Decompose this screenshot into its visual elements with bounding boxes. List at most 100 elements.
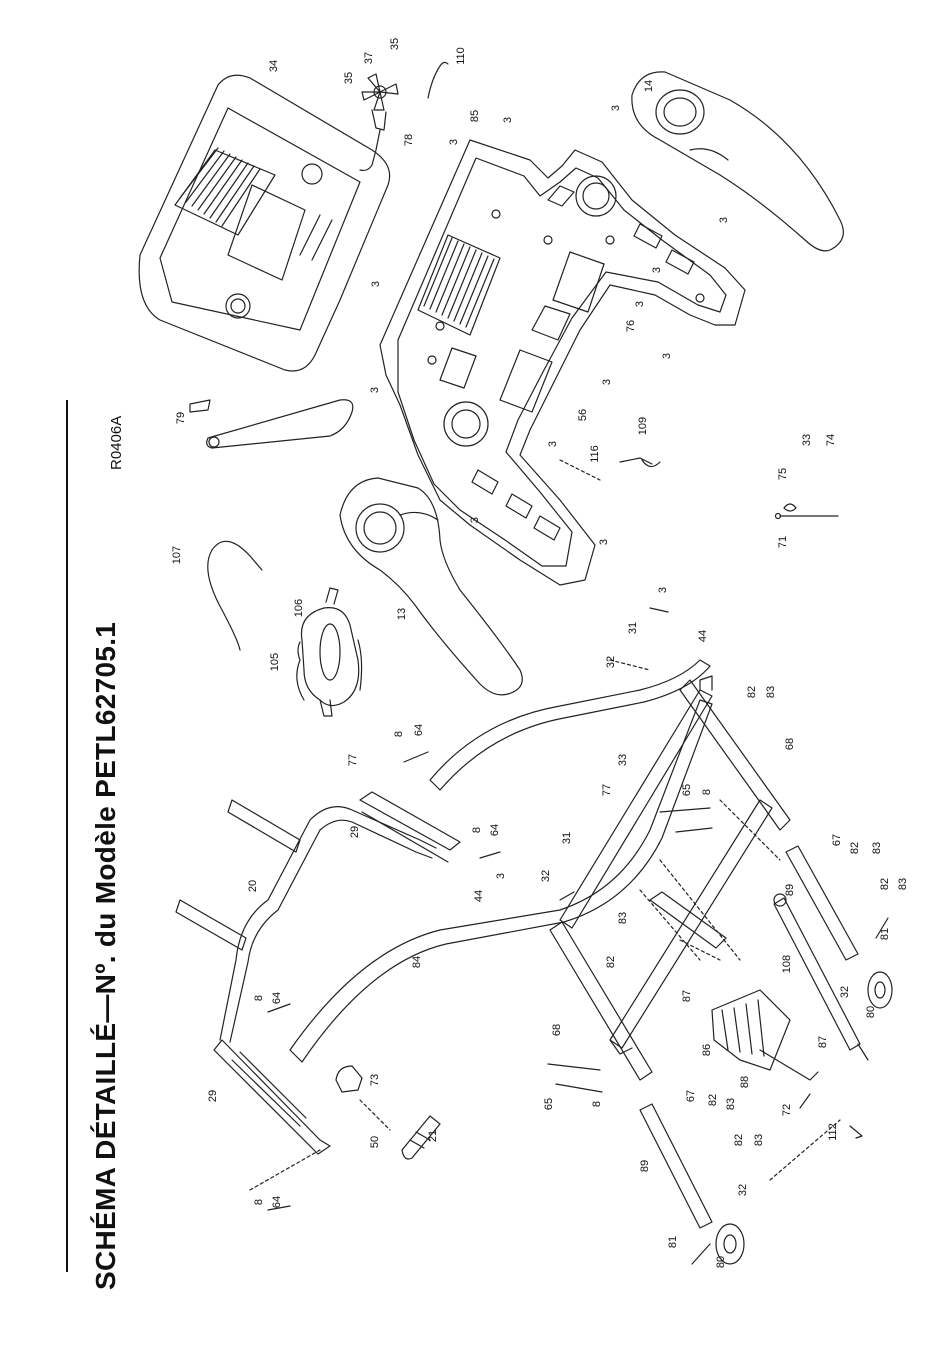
part-callout-3n: 3: [657, 587, 669, 593]
part-callout-35a: 35: [343, 72, 355, 84]
part-callout-65a: 65: [681, 784, 693, 796]
part-callout-82b: 82: [849, 842, 861, 854]
upright-right-frame: [289, 659, 713, 1063]
part-callout-33a: 33: [801, 434, 813, 446]
part-callout-29b: 29: [207, 1090, 219, 1102]
part-callout-56: 56: [577, 409, 589, 421]
part-callout-82c: 82: [879, 878, 891, 890]
part-callout-68a: 68: [784, 738, 796, 750]
part-callout-64a: 64: [413, 724, 425, 736]
knob-21: [401, 1115, 441, 1160]
part-callout-87b: 87: [817, 1036, 829, 1048]
incline-motor-88: [711, 989, 819, 1081]
part-callout-77b: 77: [601, 784, 613, 796]
part-callout-75: 75: [777, 468, 789, 480]
part-callout-72: 72: [781, 1104, 793, 1116]
part-callout-83b: 83: [871, 842, 883, 854]
part-callout-3d: 3: [718, 217, 730, 223]
part-callout-88: 88: [739, 1076, 751, 1088]
part-callout-8e: 8: [591, 1101, 603, 1107]
wire-107: [207, 540, 263, 651]
part-callout-3j: 3: [601, 379, 613, 385]
console-top-cover: [138, 74, 391, 372]
title-rule: [66, 400, 68, 1272]
fasteners: [267, 607, 889, 1265]
part-callout-8a: 8: [393, 731, 405, 737]
part-callout-50: 50: [369, 1136, 381, 1148]
upright-left-frame: [175, 791, 461, 1155]
pin-71: [774, 503, 839, 520]
part-callout-8c: 8: [471, 827, 483, 833]
part-callout-68b: 68: [551, 1024, 563, 1036]
part-callout-78: 78: [403, 134, 415, 146]
part-callout-83d: 83: [617, 912, 629, 924]
part-callout-37: 37: [363, 52, 375, 64]
part-callout-83f: 83: [753, 1134, 765, 1146]
part-callout-81b: 81: [667, 1236, 679, 1248]
part-callout-87a: 87: [681, 990, 693, 1002]
fan: [359, 73, 399, 172]
part-callout-112: 112: [827, 1123, 839, 1141]
part-callout-8f: 8: [253, 1199, 265, 1205]
part-callout-31b: 31: [561, 832, 573, 844]
part-callout-67b: 67: [685, 1090, 697, 1102]
part-callout-34: 34: [268, 60, 280, 72]
part-callout-3f: 3: [651, 267, 663, 273]
part-callout-3m: 3: [598, 539, 610, 545]
part-callout-81a: 81: [879, 928, 891, 940]
part-callout-3a: 3: [502, 117, 514, 123]
left-upright-cover: [339, 477, 523, 696]
leader-lines: [249, 459, 841, 1191]
part-callout-3b: 3: [448, 139, 460, 145]
part-callout-8d: 8: [253, 995, 265, 1001]
right-upright-cover: [631, 71, 844, 252]
part-callout-3k: 3: [547, 441, 559, 447]
part-callout-82a: 82: [746, 686, 758, 698]
part-callout-8b: 8: [701, 789, 713, 795]
part-callout-33b: 33: [617, 754, 629, 766]
part-callout-31a: 31: [627, 622, 639, 634]
base-frame: [549, 675, 791, 1081]
part-callout-32b: 32: [540, 870, 552, 882]
part-callout-76: 76: [625, 320, 637, 332]
part-callout-108: 108: [781, 955, 793, 973]
part-callout-85: 85: [469, 110, 481, 122]
part-callout-89b: 89: [639, 1160, 651, 1172]
part-callout-3l: 3: [469, 517, 481, 523]
part-callout-106: 106: [293, 599, 305, 617]
part-callout-3e: 3: [370, 281, 382, 287]
strip-79: [189, 399, 354, 449]
part-callout-3g: 3: [634, 301, 646, 307]
part-callout-83c: 83: [897, 878, 909, 890]
part-callout-35b: 35: [389, 38, 401, 50]
part-callout-83a: 83: [765, 686, 777, 698]
part-callout-116: 116: [589, 445, 601, 463]
part-callout-110: 110: [455, 47, 467, 65]
part-callout-3h: 3: [661, 353, 673, 359]
handgrip-sensor: [296, 587, 363, 717]
part-callout-13: 13: [396, 608, 408, 620]
part-callout-109: 109: [637, 417, 649, 435]
part-callout-32c: 32: [839, 986, 851, 998]
part-callout-77a: 77: [347, 754, 359, 766]
part-callout-67a: 67: [831, 834, 843, 846]
console-base: [379, 139, 746, 586]
part-callout-107: 107: [171, 546, 183, 564]
part-callout-79: 79: [175, 412, 187, 424]
part-callout-14: 14: [643, 80, 655, 92]
part-callout-44a: 44: [697, 630, 709, 642]
part-callout-21: 21: [427, 1130, 439, 1142]
part-callout-74: 74: [825, 434, 837, 446]
part-callout-82f: 82: [733, 1134, 745, 1146]
part-callout-86: 86: [701, 1044, 713, 1056]
part-callout-84: 84: [411, 956, 423, 968]
part-callout-71: 71: [777, 536, 789, 548]
part-callout-83e: 83: [725, 1098, 737, 1110]
part-callout-64b: 64: [489, 824, 501, 836]
part-callout-20: 20: [247, 880, 259, 892]
part-callout-82d: 82: [605, 956, 617, 968]
part-callout-65b: 65: [543, 1098, 555, 1110]
part-callout-82e: 82: [707, 1094, 719, 1106]
